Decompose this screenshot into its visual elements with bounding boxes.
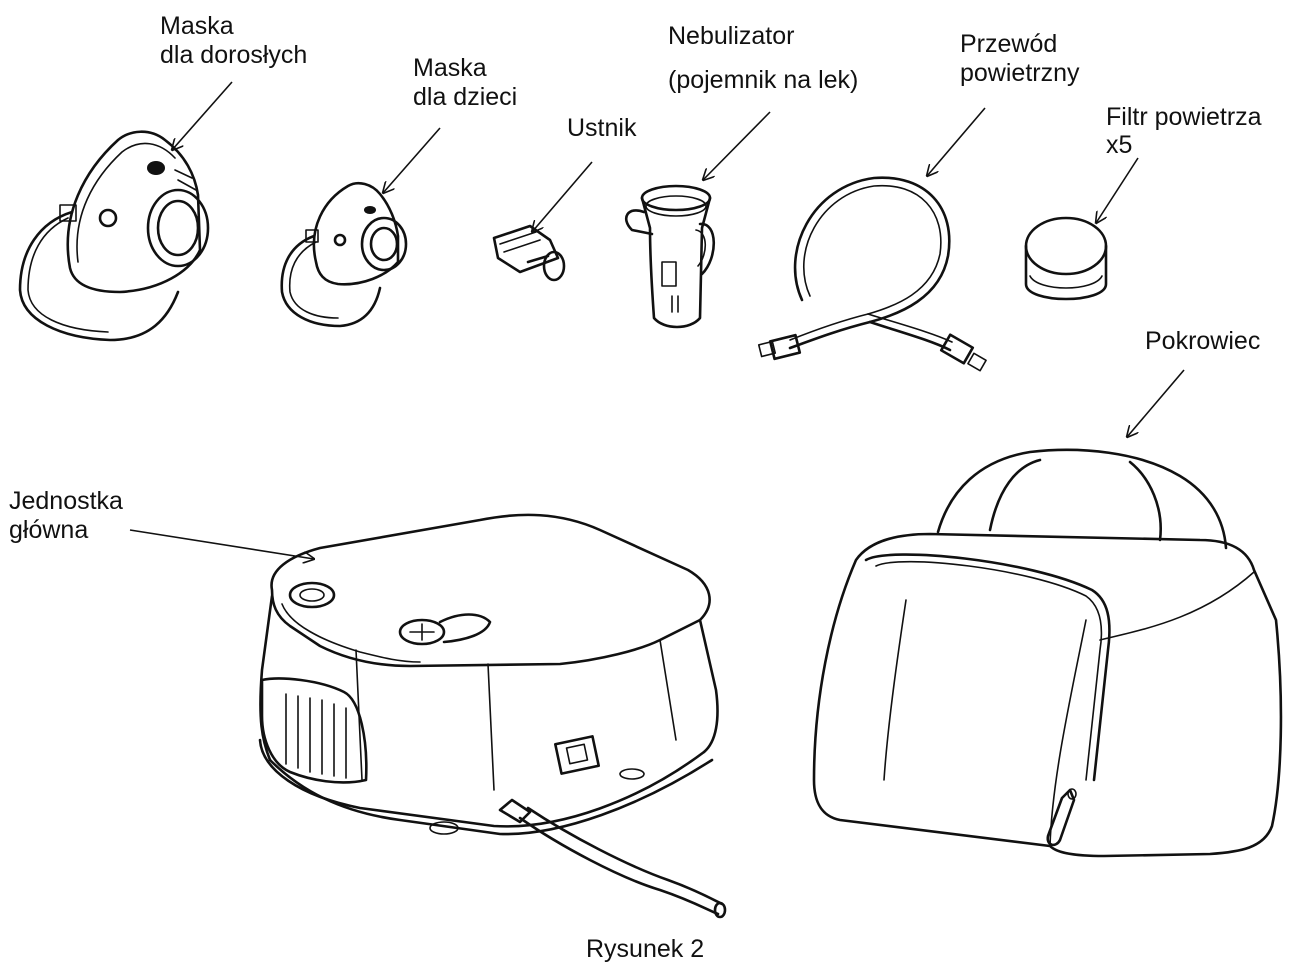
nebulizer-drawing	[626, 186, 714, 327]
arrow-child-mask	[383, 128, 440, 193]
air-filter-drawing	[1026, 218, 1106, 299]
air-tube-drawing	[759, 178, 986, 371]
arrow-mouthpiece	[532, 162, 592, 232]
arrow-carry-bag	[1127, 370, 1184, 437]
arrow-air-tube	[927, 108, 985, 176]
arrow-air-filter	[1096, 158, 1138, 223]
arrow-nebulizer	[703, 112, 770, 180]
main-unit-drawing	[260, 515, 725, 917]
child-mask-drawing	[282, 183, 406, 326]
adult-mask-drawing	[20, 132, 208, 340]
arrow-adult-mask	[172, 82, 232, 150]
arrow-main-unit	[130, 530, 314, 559]
mouthpiece-drawing	[494, 226, 564, 280]
carry-bag-drawing	[814, 450, 1281, 856]
